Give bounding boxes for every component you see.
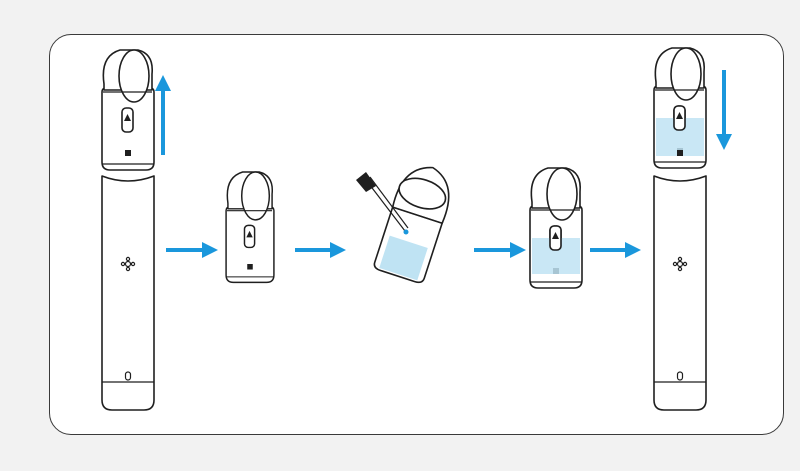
pod-device — [101, 49, 155, 171]
battery-device — [653, 175, 707, 411]
step-insert-pod — [653, 47, 732, 411]
step-pod-filled — [529, 167, 583, 289]
pod-device — [225, 171, 275, 284]
dropper-icon — [356, 172, 409, 235]
step-pod-empty — [225, 171, 275, 284]
battery-device — [101, 175, 155, 411]
step-fill-with-dropper — [356, 166, 450, 284]
step-remove-pod — [101, 49, 171, 411]
